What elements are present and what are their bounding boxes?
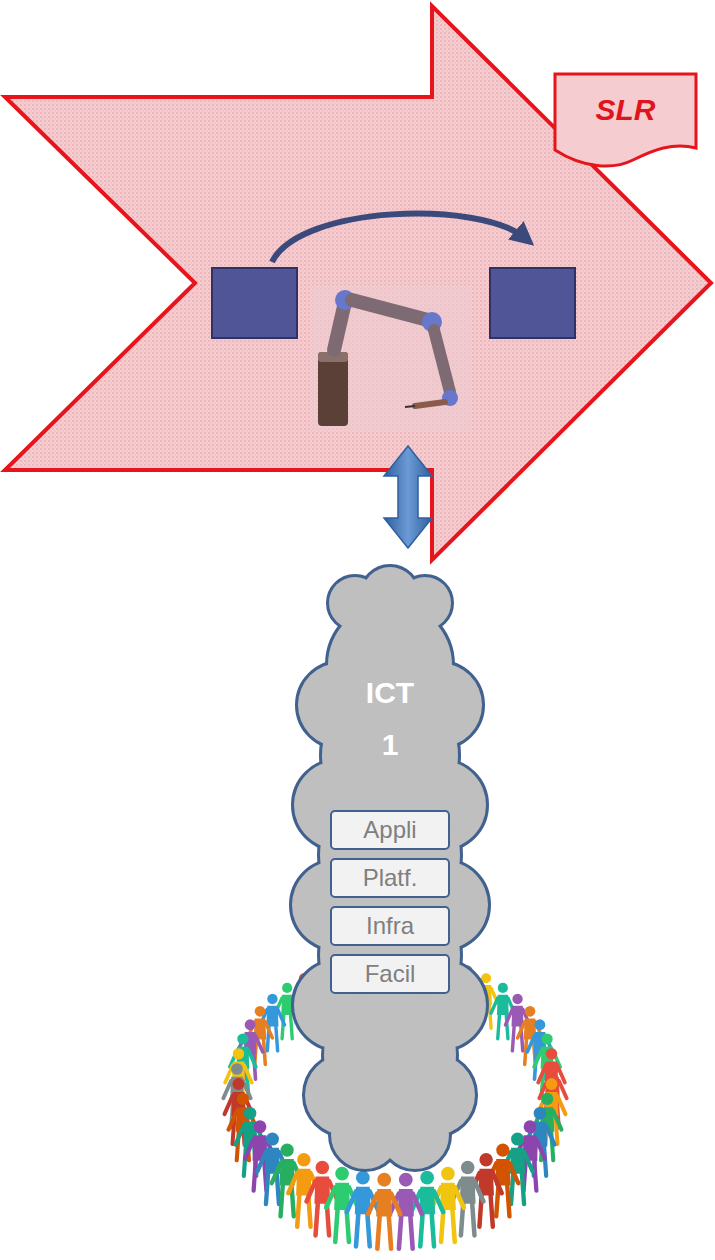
person-figure <box>347 1171 379 1247</box>
node-label: Facil <box>365 960 416 988</box>
layer-box: Infra <box>330 906 450 946</box>
people-ring <box>223 953 566 1248</box>
double-arrow <box>384 446 432 548</box>
curved-arrow <box>272 214 525 262</box>
layer-box: Platf. <box>330 858 450 898</box>
layer-box: Appli <box>330 810 450 850</box>
process-arrow <box>5 6 711 560</box>
node-label: ICT 1 <box>355 667 425 771</box>
document-tag: SLR <box>553 72 698 170</box>
robot-arm <box>312 285 470 430</box>
person-figure <box>390 1173 422 1249</box>
layer-box: Facil <box>330 954 450 994</box>
person-figure <box>368 1173 400 1249</box>
person-figure <box>326 1167 358 1242</box>
person-figure <box>306 1161 338 1236</box>
node-label: Appli <box>363 816 416 844</box>
node-label: Platf. <box>363 864 418 892</box>
cloud-shape: ICT 1 AppliPlatf. InfraFacil <box>300 555 480 1175</box>
station-square <box>212 268 297 338</box>
person-figure <box>411 1171 443 1247</box>
node-label: Infra <box>366 912 414 940</box>
node-label: SLR <box>596 93 656 127</box>
station-square <box>490 268 575 338</box>
person-figure <box>452 1161 484 1236</box>
person-figure <box>432 1167 464 1242</box>
